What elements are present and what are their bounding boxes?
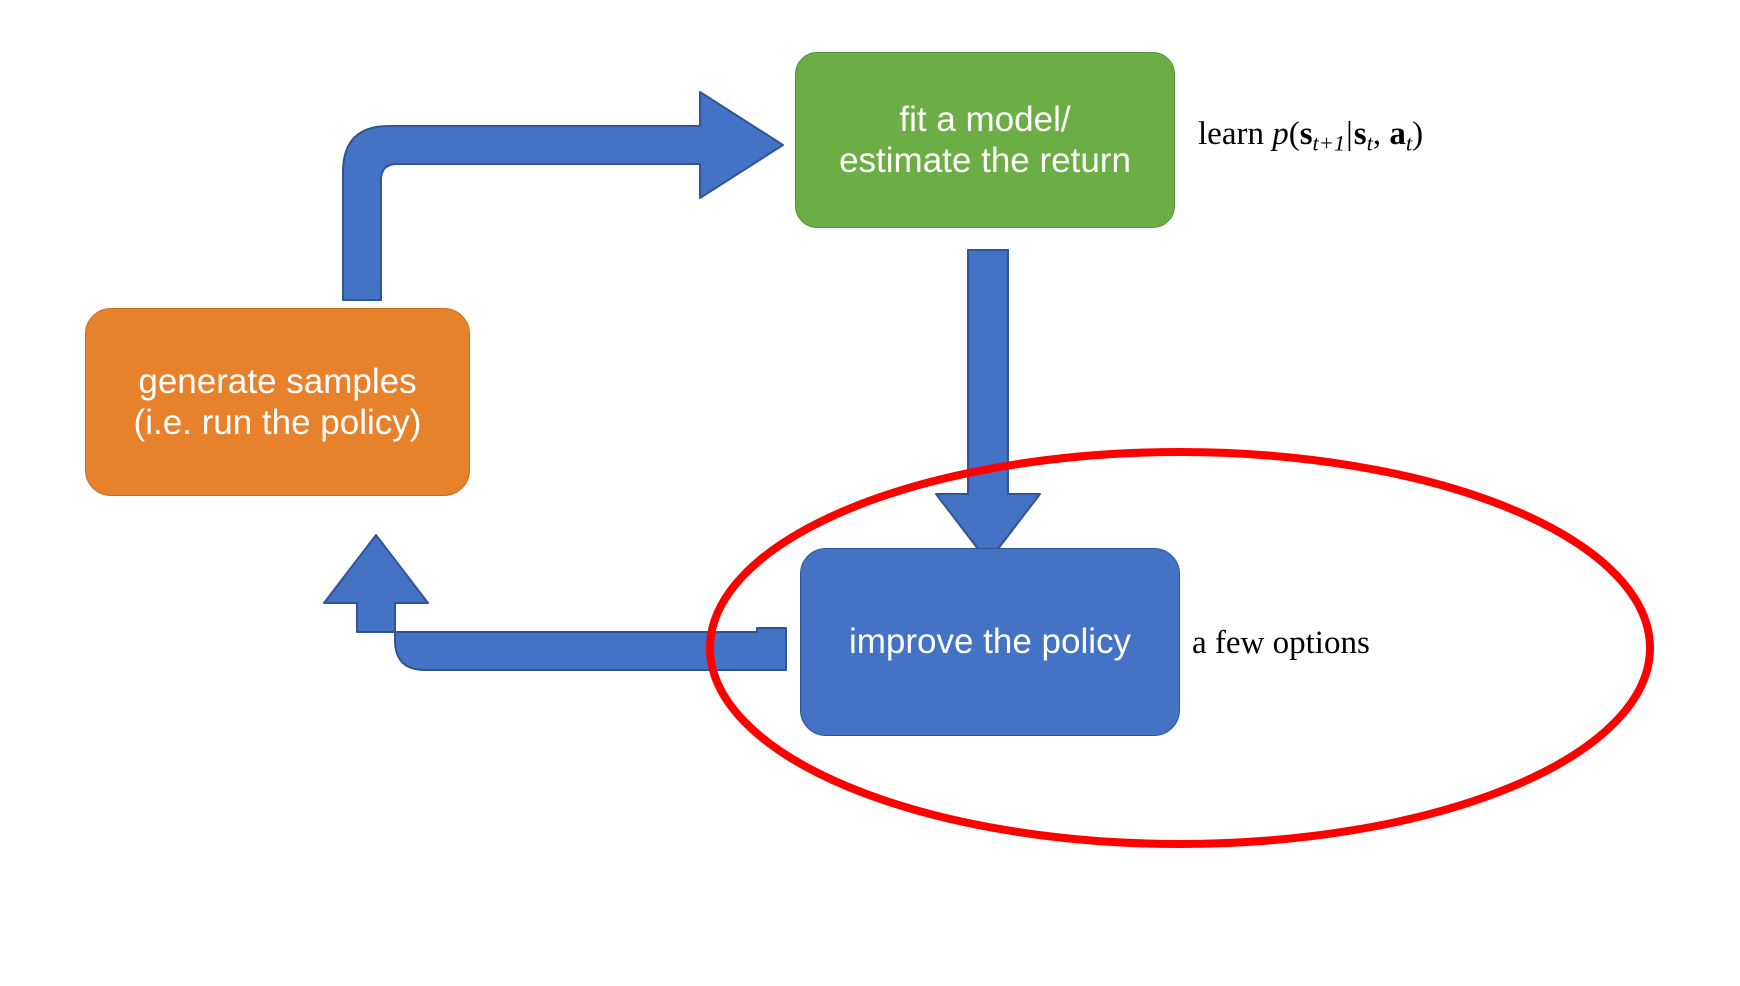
annotation-open-paren: ( bbox=[1288, 116, 1300, 152]
node-fit-a-model-label: fit a model/ estimate the return bbox=[839, 99, 1131, 180]
annotation-state-current-subscript: t bbox=[1366, 130, 1373, 156]
annotation-state-next-subscript: t+1 bbox=[1312, 130, 1346, 156]
node-generate-samples[interactable]: generate samples (i.e. run the policy) bbox=[85, 308, 470, 496]
annotation-conditional-bar: | bbox=[1346, 116, 1353, 152]
red-highlight-ellipse bbox=[706, 448, 1654, 848]
annotation-state-current: s bbox=[1353, 116, 1367, 152]
annotation-a-few-options: a few options bbox=[1192, 625, 1370, 661]
node-improve-the-policy-label: improve the policy bbox=[848, 622, 1132, 662]
annotation-action-current: a bbox=[1389, 116, 1406, 152]
node-fit-a-model[interactable]: fit a model/ estimate the return bbox=[795, 52, 1175, 228]
arrow-improve-to-samples bbox=[323, 534, 787, 671]
annotation-state-next: s bbox=[1299, 116, 1313, 152]
annotation-close-paren: ) bbox=[1412, 116, 1424, 152]
annotation-learn-transition-model: learn p(st+1|st, at) bbox=[1198, 116, 1423, 156]
annotation-action-current-subscript: t bbox=[1405, 130, 1413, 156]
annotation-learn-word: learn bbox=[1198, 116, 1264, 152]
node-generate-samples-label: generate samples (i.e. run the policy) bbox=[133, 361, 422, 442]
annotation-comma: , bbox=[1372, 116, 1382, 152]
annotation-p-symbol: p bbox=[1272, 116, 1289, 152]
arrow-fit-to-improve bbox=[935, 249, 1041, 563]
node-improve-the-policy[interactable]: improve the policy bbox=[800, 548, 1180, 736]
arrow-samples-to-fit bbox=[342, 91, 784, 301]
